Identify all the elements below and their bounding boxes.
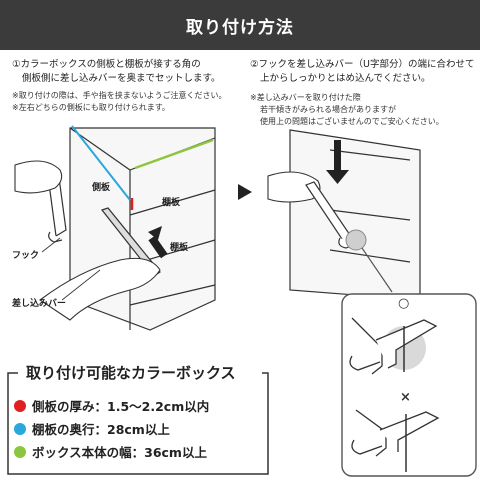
green-dot-icon: [14, 445, 26, 458]
zoom-focus-icon: [345, 229, 367, 251]
step2-note1: ※差し込みバーを取り付けた際: [250, 93, 361, 102]
step1-instructions: ①カラーボックスの側板と棚板が接する角の 側板側に差し込みバーを奥までセットしま…: [12, 58, 221, 86]
compat-item-text: 側板の厚み：1.5〜2.2cm以内: [32, 399, 210, 414]
ok-detail: [349, 317, 438, 375]
depth-line: [71, 125, 131, 201]
ok-mark: ○: [398, 296, 410, 311]
hand-illustration: [14, 160, 161, 321]
label-side-board: 側板: [92, 183, 111, 193]
step1-notes: ※取り付けの際は、手や指を挟まないようご注意ください。 ※左右どちらの側板にも取…: [12, 90, 227, 114]
ng-mark: ×: [400, 390, 411, 405]
label-shelf-mid: 棚板: [170, 243, 189, 253]
compat-item-thickness: 側板の厚み：1.5〜2.2cm以内: [14, 396, 209, 415]
label-shelf-top: 棚板: [162, 198, 181, 208]
step2-notes: ※差し込みバーを取り付けた際 若干傾きがみられる場合がありますが 使用上の問題は…: [250, 92, 444, 128]
ng-detail: [351, 409, 440, 472]
step2-line1: ②フックを差し込みバー（U字部分）の端に合わせて: [250, 59, 475, 70]
width-line: [134, 138, 214, 170]
label-bar: 差し込みバー: [12, 299, 67, 309]
compat-title: 取り付け可能なカラーボックス: [20, 362, 242, 383]
down-arrow-icon: [326, 140, 349, 184]
page-header: 取り付け方法: [0, 0, 480, 50]
compat-item-text: 棚板の奥行：28cm以上: [32, 422, 170, 437]
step2-instructions: ②フックを差し込みバー（U字部分）の端に合わせて 上からしっかりとはめ込んでくだ…: [250, 58, 474, 86]
red-dot-icon: [14, 399, 26, 412]
step1-line2: 側板側に差し込みバーを奥までセットします。: [22, 73, 221, 84]
compat-item-depth: 棚板の奥行：28cm以上: [14, 419, 170, 438]
insert-arrow-icon: [148, 226, 162, 240]
step2-note2: 若干傾きがみられる場合がありますが: [260, 105, 396, 114]
step1-note1: ※取り付けの際は、手や指を挟まないようご注意ください。: [12, 91, 227, 100]
step1-note2: ※左右どちらの側板にも取り付けられます。: [12, 103, 170, 112]
compat-item-text: ボックス本体の幅：36cm以上: [32, 445, 207, 460]
compat-item-width: ボックス本体の幅：36cm以上: [14, 442, 207, 461]
step2-line2: 上からしっかりとはめ込んでください。: [260, 73, 431, 84]
step2-note3: 使用上の問題はございませんのでご安心ください。: [260, 117, 444, 126]
step1-line1: ①カラーボックスの側板と棚板が接する角の: [12, 59, 201, 70]
label-hook: フック: [12, 251, 40, 261]
blue-dot-icon: [14, 422, 26, 435]
page-title: 取り付け方法: [186, 17, 294, 38]
